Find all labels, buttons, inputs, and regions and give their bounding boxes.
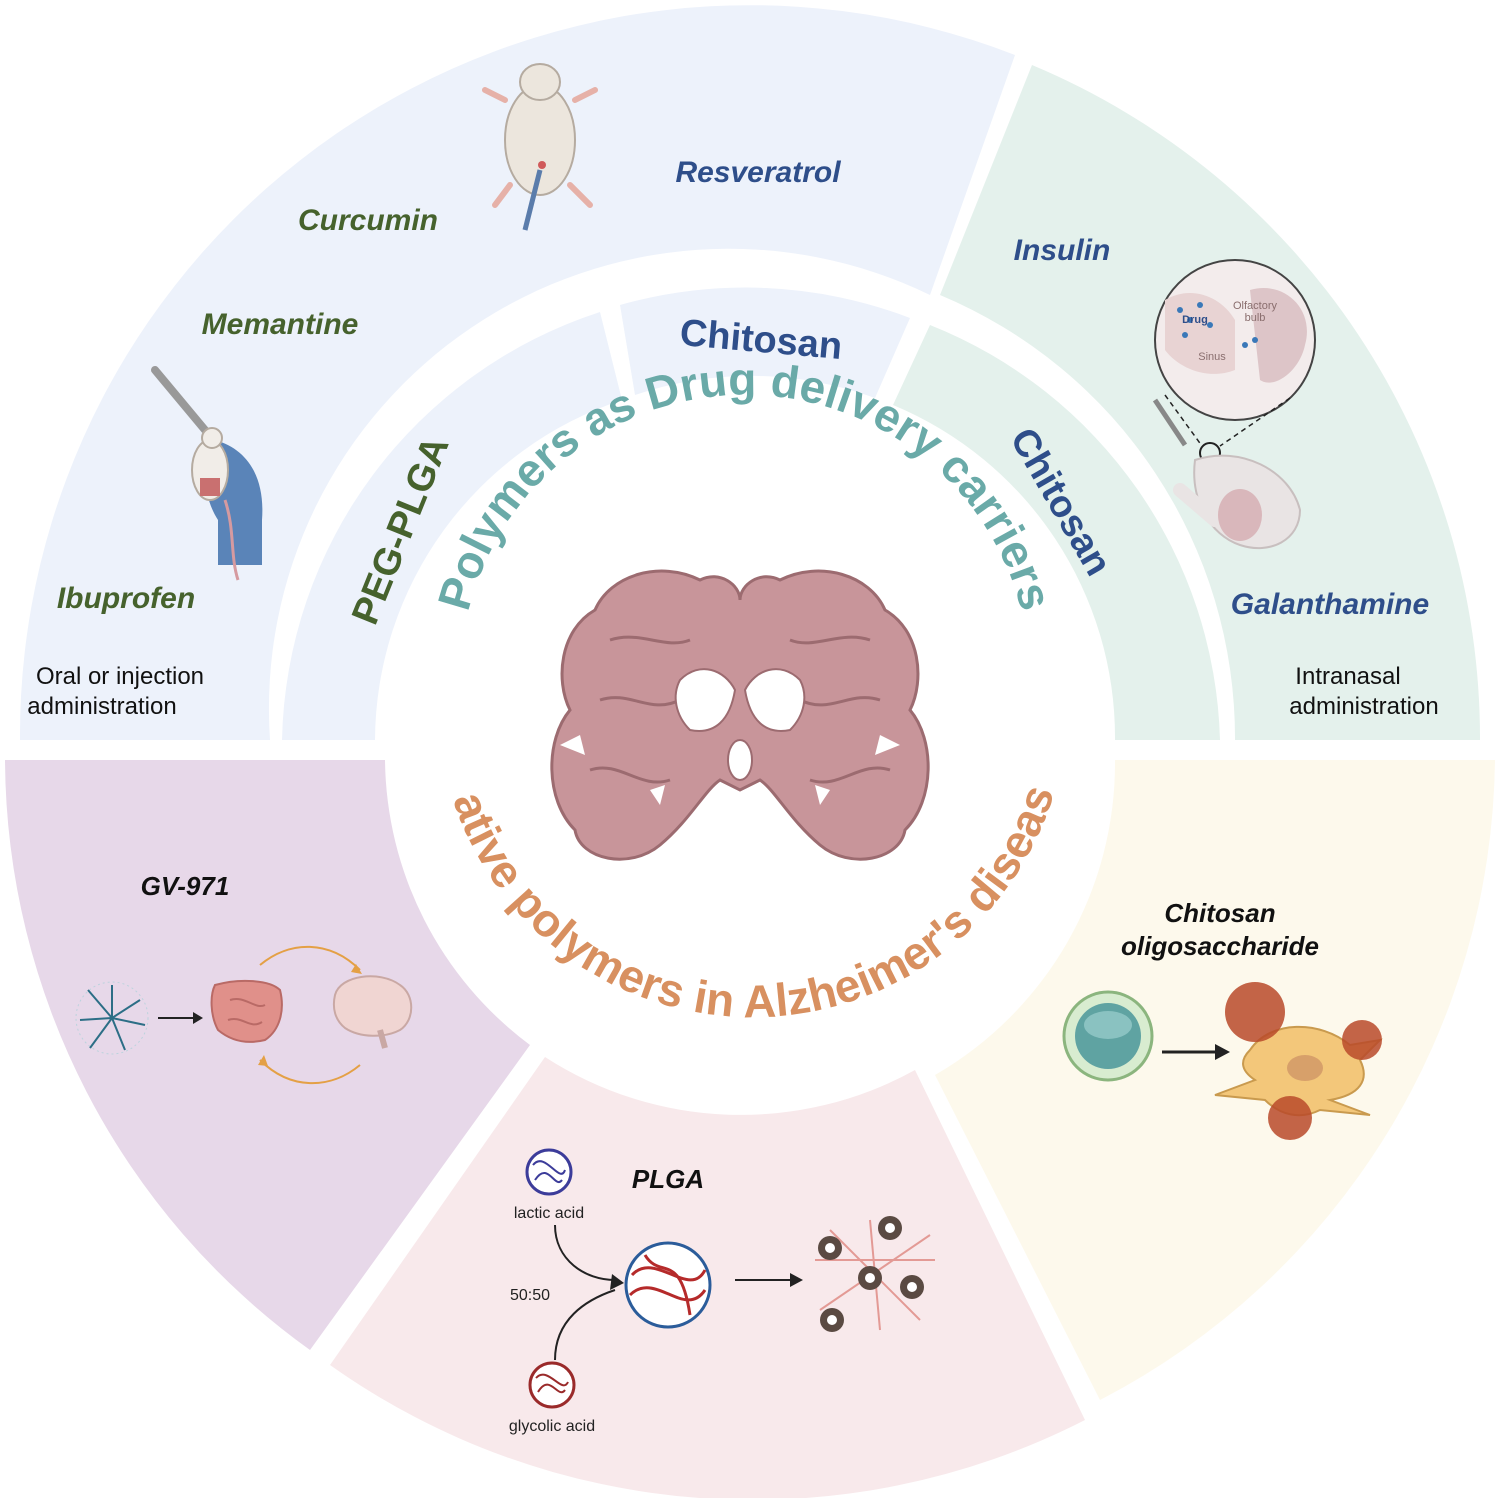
rat-injection-icon	[482, 63, 598, 231]
drug-galanthamine: Galanthamine	[1231, 588, 1429, 621]
plga-synthesis-icon: lactic acid glycolic acid 50:50	[509, 1148, 935, 1435]
route-intranasal-line1: Intranasal	[1295, 663, 1400, 690]
route-intranasal-line2: administration	[1289, 693, 1438, 720]
drug-curcumin: Curcumin	[298, 204, 438, 237]
label-glycolic-acid: glycolic acid	[509, 1418, 595, 1435]
brain-coronal-icon	[550, 569, 930, 861]
drug-resveratrol: Resveratrol	[675, 156, 841, 189]
sector-bottom-left	[5, 760, 530, 1350]
label-gv971: GV-971	[141, 871, 230, 901]
inset-olfactory-label-line2: bulb	[1245, 312, 1266, 324]
inset-olfactory-label-line1: Olfactory	[1233, 300, 1278, 312]
label-plga: PLGA	[632, 1164, 704, 1194]
inset-drug-label: Drug	[1182, 314, 1208, 326]
nasal-inset-icon: Drug Olfactory bulb Sinus	[1152, 259, 1316, 550]
label-cos-line1: Chitosan	[1164, 898, 1275, 928]
sector-top-right-inner	[893, 325, 1220, 740]
drug-ibuprofen: Ibuprofen	[57, 582, 195, 615]
inset-sinus-label: Sinus	[1198, 351, 1226, 363]
sector-top-left-inner	[282, 312, 622, 740]
route-oral-line2: administration	[27, 693, 176, 720]
drug-memantine: Memantine	[202, 308, 359, 341]
route-oral-line1: Oral or injection	[36, 663, 204, 690]
gv971-pathway-icon	[75, 945, 413, 1085]
label-ratio: 50:50	[510, 1287, 550, 1304]
mouse-syringe-hand-icon	[151, 366, 263, 581]
label-cos-line2: oligosaccharide	[1121, 931, 1319, 961]
sector-top-mid-inner	[620, 287, 910, 398]
sector-bottom-right	[935, 760, 1495, 1400]
drug-insulin: Insulin	[1014, 234, 1111, 267]
cos-microglia-icon	[1062, 982, 1383, 1140]
sector-top-left-outer	[19, 5, 1015, 740]
label-lactic-acid: lactic acid	[514, 1205, 584, 1222]
